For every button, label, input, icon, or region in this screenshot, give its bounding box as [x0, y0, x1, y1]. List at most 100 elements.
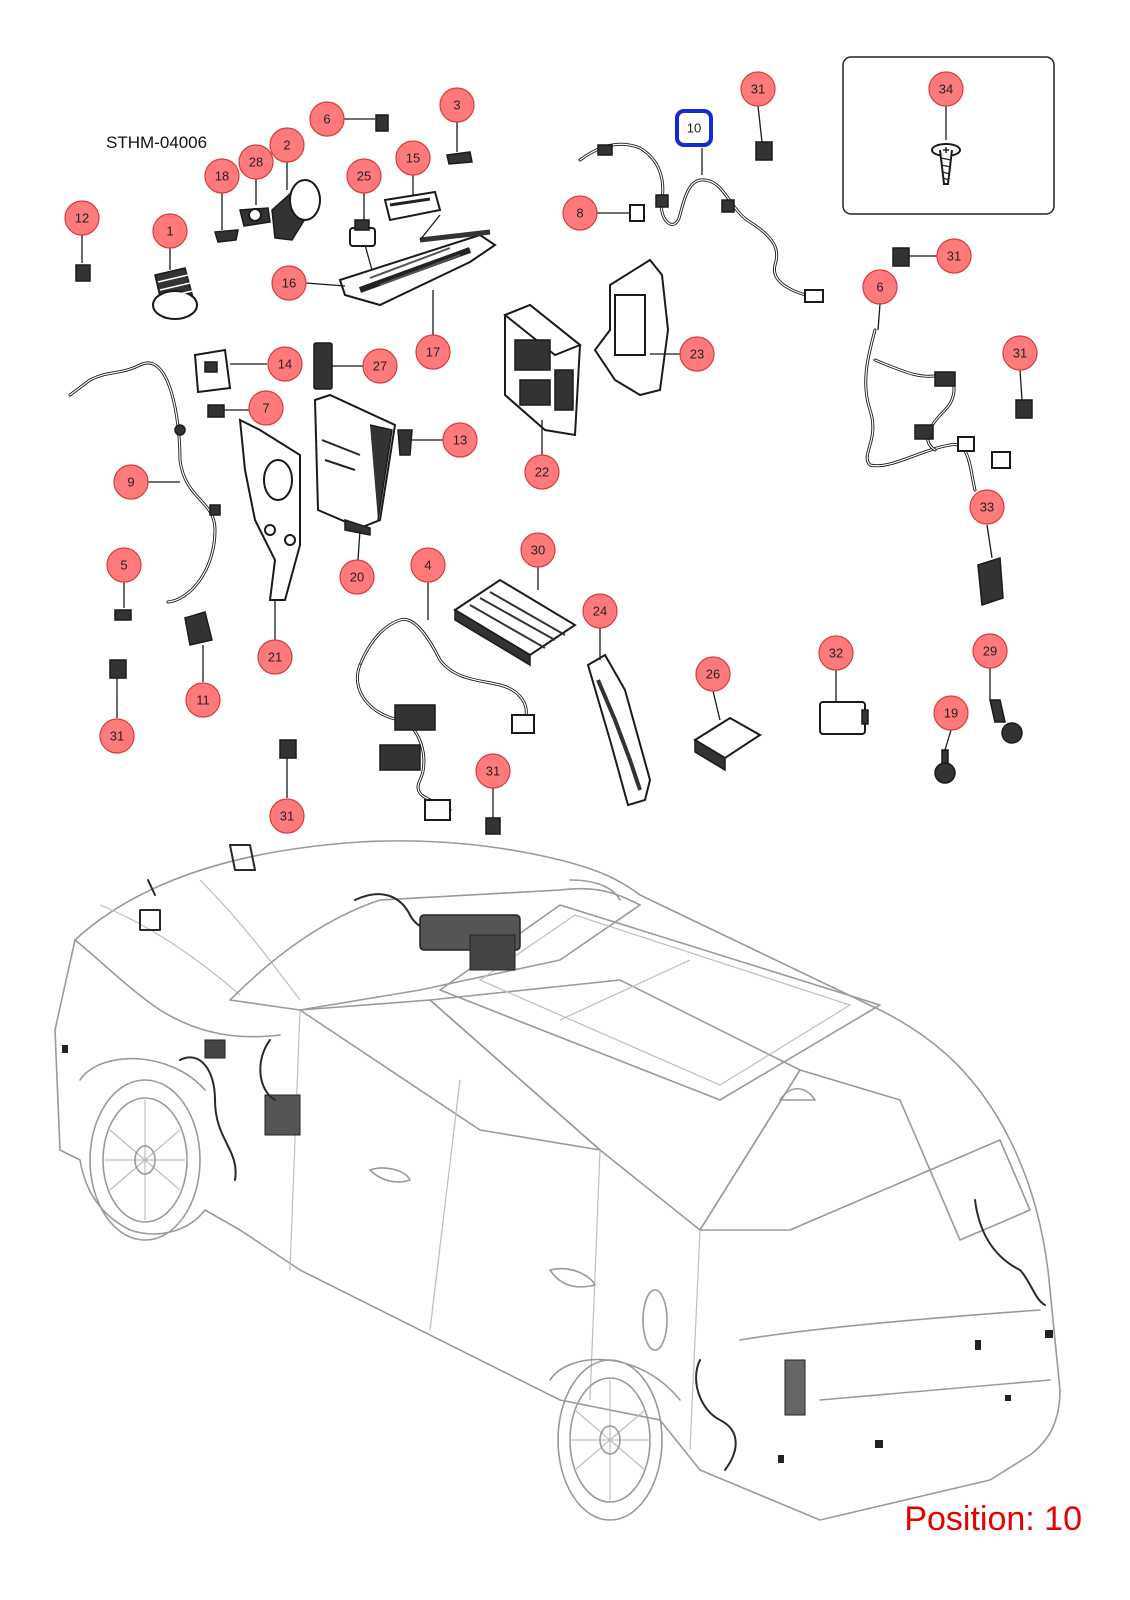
callout-31[interactable]: 31	[1002, 335, 1038, 371]
part-9-harness	[68, 361, 221, 604]
callout-18[interactable]: 18	[204, 158, 240, 194]
callout-bubble	[267, 346, 303, 382]
callout-number: 33	[980, 500, 994, 515]
callout-29[interactable]: 29	[972, 633, 1008, 669]
callout-number: 32	[829, 646, 843, 661]
callout-bubble	[969, 489, 1005, 525]
part-14-module	[193, 348, 267, 394]
part-21-bracket	[238, 418, 301, 640]
callout-number: 31	[1013, 346, 1027, 361]
document-code: STHM-04006	[106, 133, 208, 152]
callout-bubble	[410, 547, 446, 583]
callout-33[interactable]: 33	[969, 489, 1005, 525]
part-19-sensor	[934, 729, 956, 784]
callout-bubble	[269, 798, 305, 834]
callout-number: 22	[535, 465, 549, 480]
callout-bubble	[439, 87, 475, 123]
callout-31[interactable]: 31	[99, 718, 135, 754]
callout-32[interactable]: 32	[818, 635, 854, 671]
callout-bubble	[204, 158, 240, 194]
callout-number: 21	[268, 650, 282, 665]
callout-14[interactable]: 14	[267, 346, 303, 382]
callout-31[interactable]: 31	[936, 238, 972, 274]
callout-13[interactable]: 13	[442, 422, 478, 458]
callout-number: 13	[453, 433, 467, 448]
callout-27[interactable]: 27	[362, 348, 398, 384]
part-31-clip-c	[485, 788, 501, 835]
callout-bubble	[269, 127, 305, 163]
callout-number: 26	[706, 667, 720, 682]
callout-1[interactable]: 1	[152, 213, 188, 249]
callout-2[interactable]: 2	[269, 127, 305, 163]
callout-6[interactable]: 6	[862, 269, 898, 305]
callout-number: 16	[282, 276, 296, 291]
callout-22[interactable]: 22	[524, 454, 560, 490]
callout-28[interactable]: 28	[238, 144, 274, 180]
callout-11[interactable]: 11	[185, 682, 221, 718]
part-32-sensor	[819, 670, 869, 735]
callout-31[interactable]: 31	[269, 798, 305, 834]
part-31-clip-a	[109, 659, 127, 718]
callout-19[interactable]: 19	[933, 695, 969, 731]
callout-number: 10	[687, 121, 701, 136]
callout-26[interactable]: 26	[695, 656, 731, 692]
part-15-module	[383, 174, 442, 222]
callout-23[interactable]: 23	[679, 336, 715, 372]
part-33-module	[977, 524, 1004, 607]
position-label: Position: 10	[904, 1500, 1082, 1538]
callout-7[interactable]: 7	[248, 390, 284, 426]
part-8-clip	[597, 204, 645, 222]
callout-10[interactable]: 10	[675, 109, 713, 147]
callout-number: 25	[357, 169, 371, 184]
callout-30[interactable]: 30	[520, 532, 556, 568]
part-31-clip-e	[892, 247, 938, 267]
callout-bubble	[695, 656, 731, 692]
part-16-overhead-console	[305, 214, 497, 307]
part-24-bracket	[586, 628, 652, 807]
callout-number: 31	[110, 729, 124, 744]
callout-number: 3	[453, 98, 460, 113]
callout-20[interactable]: 20	[339, 559, 375, 595]
callout-number: 31	[751, 82, 765, 97]
part-6-rear-harness	[864, 303, 1011, 492]
callout-bubble	[346, 158, 382, 194]
callout-bubble	[64, 200, 100, 236]
callout-31[interactable]: 31	[740, 71, 776, 107]
callout-25[interactable]: 25	[346, 158, 382, 194]
callout-number: 2	[283, 138, 290, 153]
part-13-sensor	[397, 429, 443, 456]
callout-16[interactable]: 16	[271, 265, 307, 301]
callout-8[interactable]: 8	[562, 195, 598, 231]
vehicle-outline	[54, 840, 1061, 1521]
callout-17[interactable]: 17	[415, 334, 451, 370]
part-3-bracket	[446, 121, 473, 165]
inset-box	[842, 56, 1055, 215]
callout-4[interactable]: 4	[410, 547, 446, 583]
callout-21[interactable]: 21	[257, 639, 293, 675]
callout-number: 8	[576, 206, 583, 221]
callout-bubble	[415, 334, 451, 370]
callout-6[interactable]: 6	[309, 101, 345, 137]
callout-bubble	[1002, 335, 1038, 371]
part-27-module	[313, 342, 363, 390]
callout-15[interactable]: 15	[395, 140, 431, 176]
callout-5[interactable]: 5	[106, 547, 142, 583]
callout-3[interactable]: 3	[439, 87, 475, 123]
part-31-clip-b	[279, 739, 297, 798]
callout-number: 15	[406, 151, 420, 166]
callout-bubble	[395, 140, 431, 176]
part-6-clip	[343, 114, 389, 132]
part-5-connector	[114, 582, 132, 621]
callout-bubble	[520, 532, 556, 568]
callout-9[interactable]: 9	[113, 464, 149, 500]
callout-bubble	[339, 559, 375, 595]
callout-number: 14	[278, 357, 292, 372]
callout-bubble	[442, 422, 478, 458]
callout-24[interactable]: 24	[582, 593, 618, 629]
callout-12[interactable]: 12	[64, 200, 100, 236]
callout-number: 6	[323, 112, 330, 127]
callout-34[interactable]: 34	[928, 71, 964, 107]
part-22-body-control-module	[503, 303, 582, 455]
callout-31[interactable]: 31	[475, 753, 511, 789]
